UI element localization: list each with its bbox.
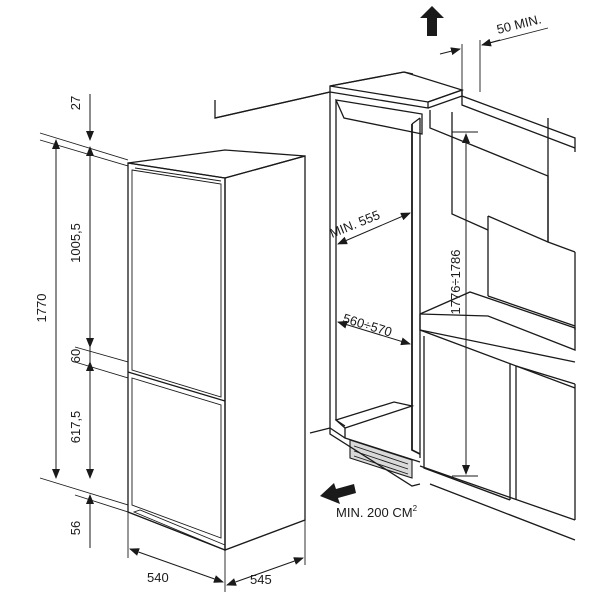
bottom-dimension-chain: 540 545 <box>127 512 306 592</box>
niche-width-dimension: 560÷570 <box>337 311 411 346</box>
dim-bottom-gap: 56 <box>68 521 83 535</box>
cabinet-niche <box>214 40 576 541</box>
freezer-door <box>131 377 222 539</box>
vent-area-base: MIN. 200 CM <box>336 505 413 520</box>
dim-top-clearance: 50 MIN. <box>495 11 543 37</box>
vent-area-superscript: 2 <box>413 504 418 513</box>
dim-middle-gap: 60 <box>68 349 83 363</box>
niche-height-dimension: 1776÷1786 <box>448 131 478 477</box>
top-clearance-dimension: 50 MIN. <box>439 11 549 56</box>
dim-vent-area: MIN. 200 CM2 <box>336 504 418 520</box>
dim-width: 540 <box>147 570 169 585</box>
dim-niche-width: 560÷570 <box>341 311 394 340</box>
fridge-door <box>131 169 222 398</box>
airflow-in-arrow-icon <box>320 483 356 504</box>
dim-freezer-height: 617,5 <box>68 411 83 444</box>
dim-depth: 545 <box>250 572 272 587</box>
appliance-base <box>132 509 226 551</box>
dim-fridge-height: 1005,5 <box>68 223 83 263</box>
appliance-side-face <box>224 155 306 551</box>
dim-total-height: 1770 <box>34 294 49 323</box>
niche-depth-dimension: MIN. 555 <box>328 207 411 245</box>
appliance <box>127 149 306 551</box>
ventilation-inlet: MIN. 200 CM2 <box>320 483 418 520</box>
dim-top-gap: 27 <box>68 96 83 110</box>
airflow-up-arrow-icon <box>420 6 444 36</box>
appliance-front-face <box>127 162 226 551</box>
dim-niche-height: 1776÷1786 <box>448 250 463 315</box>
left-dimension-chain: 27 1770 1005,5 60 617,5 56 <box>34 94 129 548</box>
